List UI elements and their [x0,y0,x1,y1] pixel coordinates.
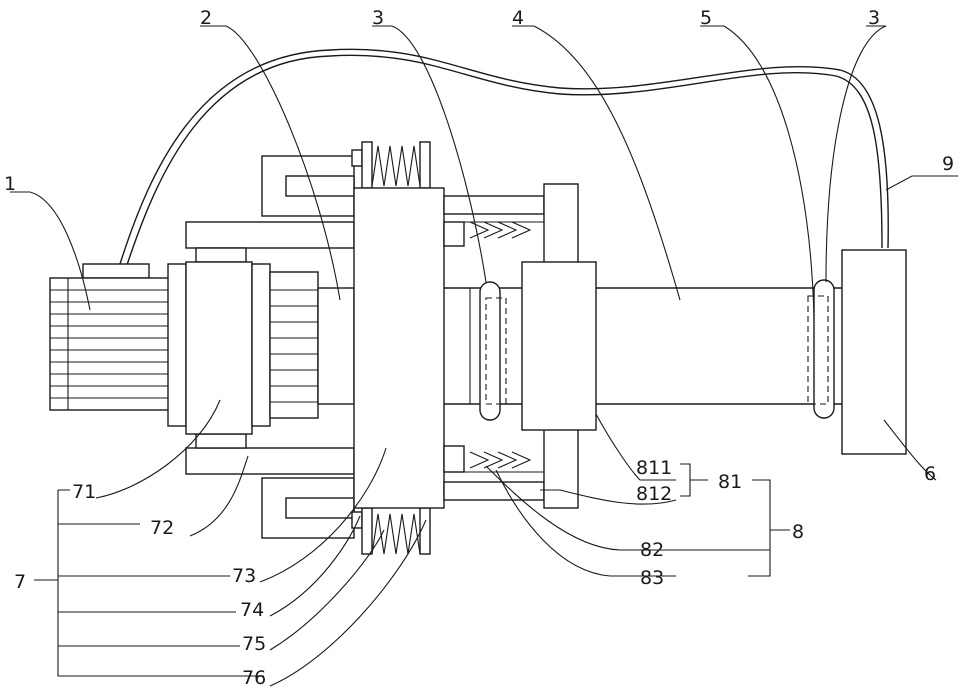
label-74: 74 [240,599,264,621]
label-71: 71 [72,481,96,503]
motor-1 [50,264,186,410]
label-811: 811 [636,457,672,479]
label-1: 1 [4,173,16,195]
coupling-71 [168,222,354,474]
label-76: 76 [242,667,266,689]
label-812: 812 [636,483,672,505]
label-82: 82 [640,539,664,561]
slide-block-73 [354,188,444,508]
label-9: 9 [942,153,954,175]
label-4: 4 [512,7,524,29]
label-81: 81 [718,471,742,493]
label-3-right: 3 [868,7,880,29]
label-6: 6 [924,463,936,485]
controller-6 [842,250,906,454]
label-73: 73 [232,565,256,587]
label-3-left: 3 [372,7,384,29]
label-2: 2 [200,7,212,29]
label-75: 75 [242,633,266,655]
clamp-3-left [480,282,506,420]
label-8: 8 [792,521,804,543]
flange-81 [522,184,596,508]
label-7: 7 [14,571,26,593]
label-83: 83 [640,567,664,589]
label-5: 5 [700,7,712,29]
pipe-4 [444,288,842,404]
label-72: 72 [150,517,174,539]
clamp-3-right [808,280,834,418]
